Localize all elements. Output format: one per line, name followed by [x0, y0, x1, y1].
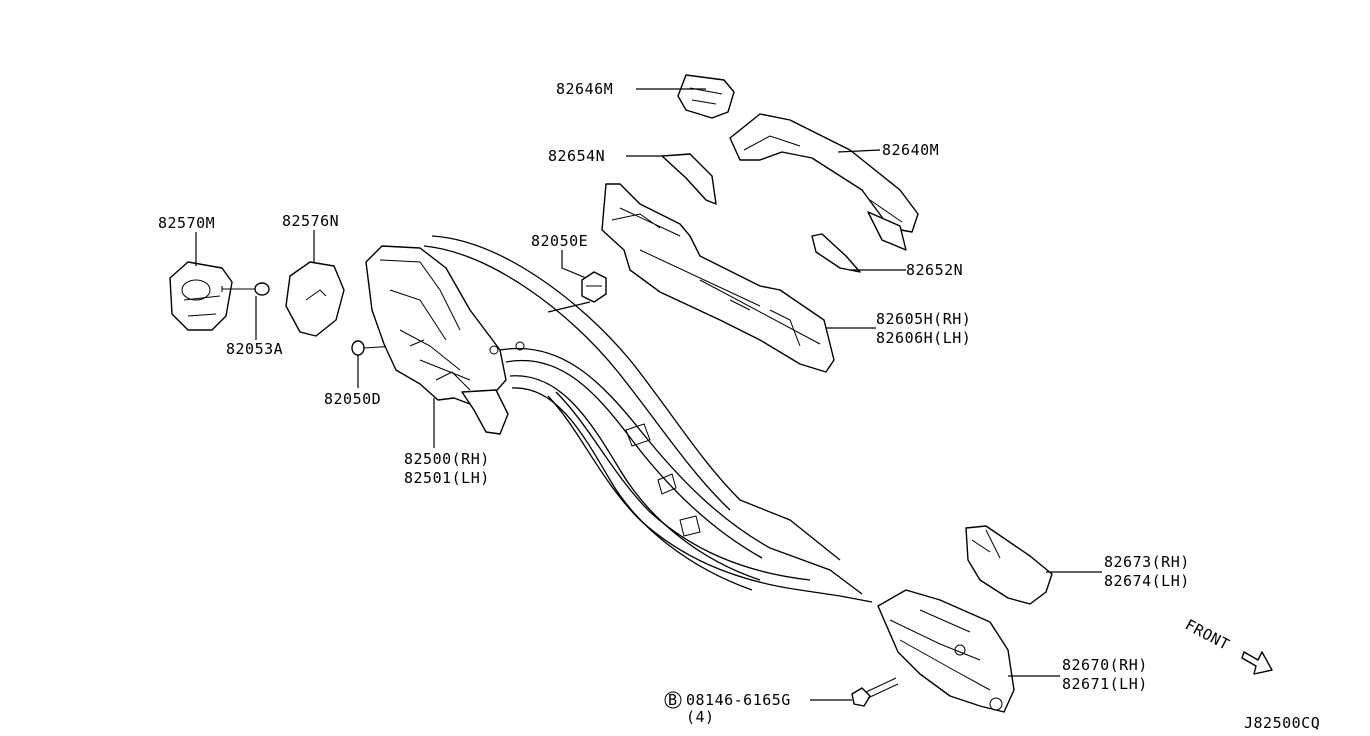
handle-bracket-82605H	[601, 183, 835, 373]
cover-82576N	[285, 261, 345, 337]
clip-82050E	[581, 271, 607, 303]
outside-handle-82640M	[729, 113, 919, 251]
lock-cables	[423, 235, 873, 603]
label-82053A: 82053A	[226, 340, 283, 358]
gasket-82652N	[811, 233, 861, 273]
label-82500: 82500(RH)	[404, 450, 490, 468]
label-bolt-qty: (4)	[686, 708, 715, 726]
label-08146-6165G: 08146-6165G	[686, 691, 791, 709]
lock-cover-82673	[965, 525, 1053, 605]
label-82050E: 82050E	[531, 232, 588, 250]
label-82576N: 82576N	[282, 212, 339, 230]
label-82671: 82671(LH)	[1062, 675, 1148, 693]
front-label: FRONT	[1182, 616, 1233, 654]
label-82640M: 82640M	[882, 141, 939, 159]
front-indicator: FRONT	[1182, 616, 1273, 675]
label-82674: 82674(LH)	[1104, 572, 1190, 590]
label-82670: 82670(RH)	[1062, 656, 1148, 674]
door-lock-actuator-82500	[365, 245, 509, 435]
diagram-id: J82500CQ	[1244, 714, 1320, 732]
bolt-symbol-circle	[664, 691, 682, 709]
striker-82570M	[169, 261, 233, 331]
gasket-82654N	[661, 153, 717, 205]
label-82050D: 82050D	[324, 390, 381, 408]
label-82654N: 82654N	[548, 147, 605, 165]
label-82570M: 82570M	[158, 214, 215, 232]
leader-82050E	[561, 250, 587, 279]
screw-82053A	[221, 282, 270, 296]
bolt-08146-6165G	[851, 677, 899, 707]
label-82646M: 82646M	[556, 80, 613, 98]
front-arrow-icon	[1241, 651, 1273, 675]
label-82673: 82673(RH)	[1104, 553, 1190, 571]
bolt-symbol: B	[668, 691, 678, 709]
handle-escutcheon-82646M	[677, 74, 735, 119]
label-82652N: 82652N	[906, 261, 963, 279]
door-lock-82670	[877, 589, 1015, 713]
leader-82640M	[837, 149, 881, 153]
label-82501: 82501(LH)	[404, 469, 490, 487]
label-82606H: 82606H(LH)	[876, 329, 971, 347]
label-82605H: 82605H(RH)	[876, 310, 971, 328]
